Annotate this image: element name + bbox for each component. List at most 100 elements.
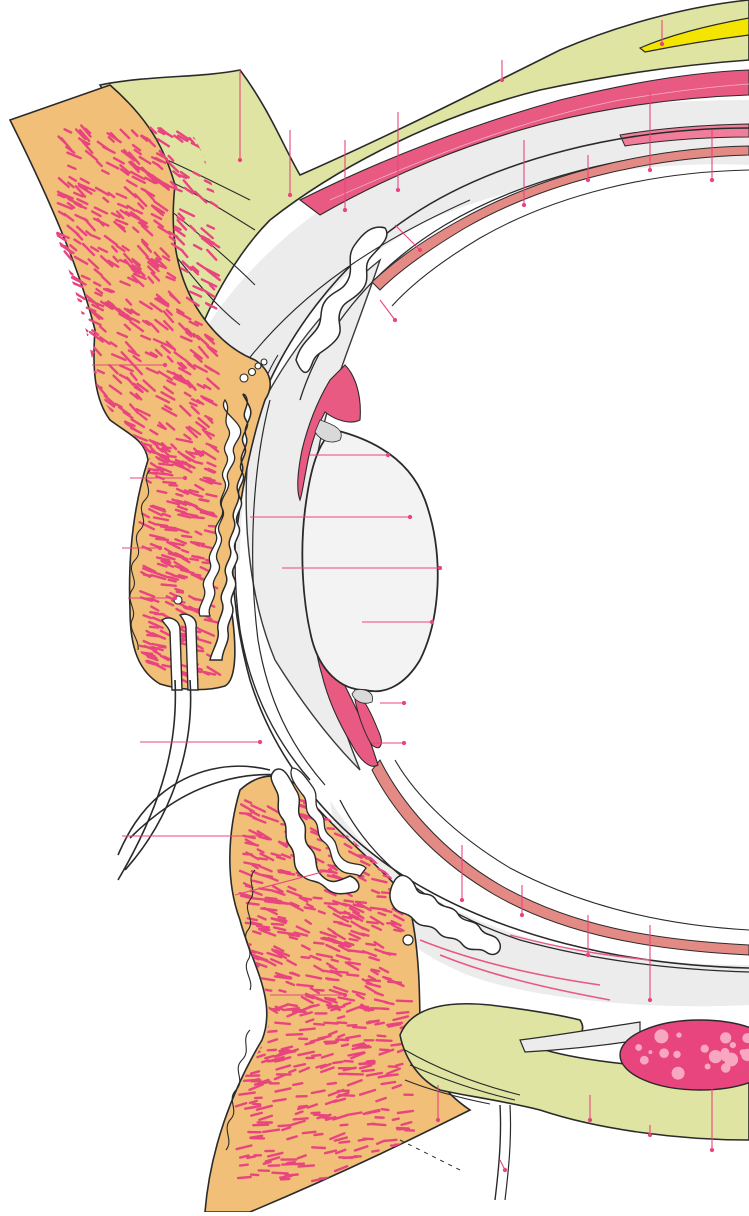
gland-stipple-mark xyxy=(333,1062,342,1063)
gland-stipple-mark xyxy=(353,1027,365,1028)
gland-stipple-mark xyxy=(372,1124,385,1125)
gland-stipple-mark xyxy=(388,982,401,983)
leader-dot xyxy=(328,868,331,871)
gland-stipple-mark xyxy=(315,1134,323,1135)
marrow-cell xyxy=(640,1056,649,1065)
gland-stipple-mark xyxy=(150,612,157,613)
marrow-cell xyxy=(673,1051,680,1058)
gland-stipple-mark xyxy=(356,902,366,903)
gland-stipple-mark xyxy=(289,935,299,936)
leader-dot xyxy=(430,620,433,623)
leader-dot xyxy=(648,998,651,1001)
gland-stipple-mark xyxy=(328,828,334,829)
gland-stipple-mark xyxy=(344,1061,352,1062)
leader-dot xyxy=(648,1133,651,1136)
leader-dot xyxy=(343,993,346,996)
marrow-cell xyxy=(724,1053,738,1067)
gland-stipple-mark xyxy=(337,1022,346,1023)
gland-stipple-mark xyxy=(325,1023,338,1024)
gland-stipple-mark xyxy=(362,1070,374,1071)
gland-stipple-mark xyxy=(182,536,191,537)
gland-stipple-mark xyxy=(341,1125,348,1126)
gland-stipple-mark xyxy=(332,960,338,962)
gland-duct xyxy=(249,369,256,376)
gland-stipple-mark xyxy=(159,464,172,466)
leader-dot xyxy=(408,515,411,518)
leader-dot xyxy=(520,913,523,916)
gland-stipple-mark xyxy=(265,901,277,902)
marrow-cell xyxy=(672,1067,685,1080)
gland-stipple-mark xyxy=(312,1055,320,1056)
leader-dot xyxy=(158,546,161,549)
gland-stipple-mark xyxy=(350,939,358,941)
leader-dot xyxy=(586,953,589,956)
gland-stipple-mark xyxy=(162,585,176,586)
gland-stipple-mark xyxy=(257,926,269,927)
gland-stipple-mark xyxy=(240,813,251,814)
gland-stipple-mark xyxy=(342,1044,348,1045)
leader-dot xyxy=(402,741,405,744)
marrow-cell xyxy=(705,1064,711,1070)
gland-stipple-mark xyxy=(328,979,339,980)
gland-stipple-mark xyxy=(275,1023,290,1024)
gland-stipple-mark xyxy=(287,1162,295,1163)
leader-dot xyxy=(500,78,503,81)
gland-stipple-mark xyxy=(381,1009,389,1010)
gland-stipple-mark xyxy=(378,897,386,898)
gland-stipple-mark xyxy=(253,1125,268,1126)
gland-stipple-mark xyxy=(345,901,353,902)
gland-stipple-mark xyxy=(192,517,203,518)
gland-stipple-mark xyxy=(397,1012,408,1013)
gland-stipple-mark xyxy=(273,1173,288,1174)
gland-stipple-mark xyxy=(375,1023,383,1025)
leader-dot xyxy=(522,203,525,206)
gland-duct xyxy=(240,374,248,382)
gland-stipple-mark xyxy=(391,1044,402,1045)
marrow-cell xyxy=(676,1032,681,1037)
gland-stipple-mark xyxy=(325,903,338,904)
gland-stipple-mark xyxy=(168,456,175,457)
gland-stipple-mark xyxy=(279,1125,292,1126)
gland-stipple-mark xyxy=(323,1118,334,1119)
marrow-cell xyxy=(720,1032,731,1043)
gland-stipple-mark xyxy=(147,655,155,656)
gland-stipple-mark xyxy=(287,1034,302,1035)
gland-stipple-mark xyxy=(268,1050,276,1051)
gland-stipple-mark xyxy=(378,1036,386,1037)
leader-dot xyxy=(396,188,399,191)
gland-stipple-mark xyxy=(259,858,267,859)
gland-stipple-mark xyxy=(397,1128,409,1129)
gland-stipple-mark xyxy=(347,975,358,976)
leader-dot xyxy=(503,1168,506,1171)
gland-stipple-mark xyxy=(150,627,158,628)
gland-stipple-mark xyxy=(380,1050,389,1051)
gland-stipple-mark xyxy=(165,530,176,531)
leader-dot xyxy=(436,1118,439,1121)
gland-stipple-mark xyxy=(384,1140,396,1141)
gland-stipple-mark xyxy=(281,1179,289,1180)
gland-stipple-mark xyxy=(190,559,197,560)
gland-stipple-mark xyxy=(366,944,375,945)
gland-stipple-mark xyxy=(314,1024,324,1025)
gland-stipple-mark xyxy=(385,1075,398,1076)
gland-stipple-mark xyxy=(288,1004,297,1006)
leader-dot xyxy=(238,158,241,161)
marrow-cell xyxy=(709,1050,722,1063)
gland-stipple-mark xyxy=(277,976,290,977)
leader-dot xyxy=(438,566,441,569)
leader-dot xyxy=(418,248,421,251)
leader-dot xyxy=(386,453,389,456)
gland-stipple-mark xyxy=(170,485,178,486)
marrow-cell xyxy=(648,1050,652,1054)
gland-duct xyxy=(261,359,267,365)
gland-stipple-mark xyxy=(156,539,168,540)
gland-stipple-mark xyxy=(300,1029,315,1031)
gland-stipple-mark xyxy=(169,580,176,582)
gland-stipple-mark xyxy=(303,1132,316,1133)
gland-stipple-mark xyxy=(176,494,182,496)
leader-dot xyxy=(163,363,166,366)
gland-stipple-mark xyxy=(350,917,358,918)
gland-stipple-mark xyxy=(316,990,324,991)
gland-stipple-mark xyxy=(344,1157,358,1158)
